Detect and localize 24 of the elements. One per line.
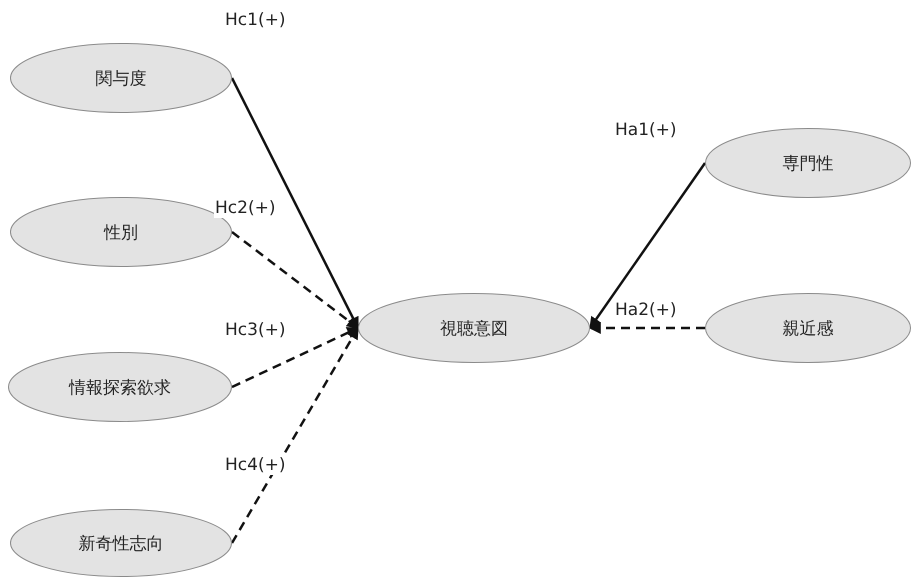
edge-label: Hc2(+): [214, 198, 276, 218]
node-label: 性別: [104, 222, 138, 244]
arrow: [231, 326, 360, 388]
arrow: [588, 162, 706, 329]
edge-label: Ha2(+): [614, 300, 678, 320]
edge-label: Hc1(+): [224, 10, 286, 30]
node-label: 親近感: [782, 318, 834, 340]
node-label: 専門性: [782, 152, 834, 174]
edge-label: Hc4(+): [224, 455, 286, 475]
node-label: 情報探索欲求: [69, 376, 171, 398]
ellipse-node: [10, 509, 232, 577]
ellipse-node: [705, 128, 911, 198]
edge-label: Hc3(+): [224, 320, 286, 340]
arrow: [230, 326, 360, 544]
ellipse-node: [8, 352, 232, 422]
arrow: [588, 322, 705, 334]
node-label: 関与度: [96, 68, 146, 90]
ellipse-node: [358, 293, 590, 363]
ellipse-node: [705, 293, 911, 363]
node-label: 新奇性志向: [78, 532, 164, 554]
arrow: [231, 231, 359, 329]
node-label: 視聴意図: [440, 318, 508, 340]
ellipse-node: [10, 43, 232, 113]
edge-label: Ha1(+): [614, 120, 678, 140]
